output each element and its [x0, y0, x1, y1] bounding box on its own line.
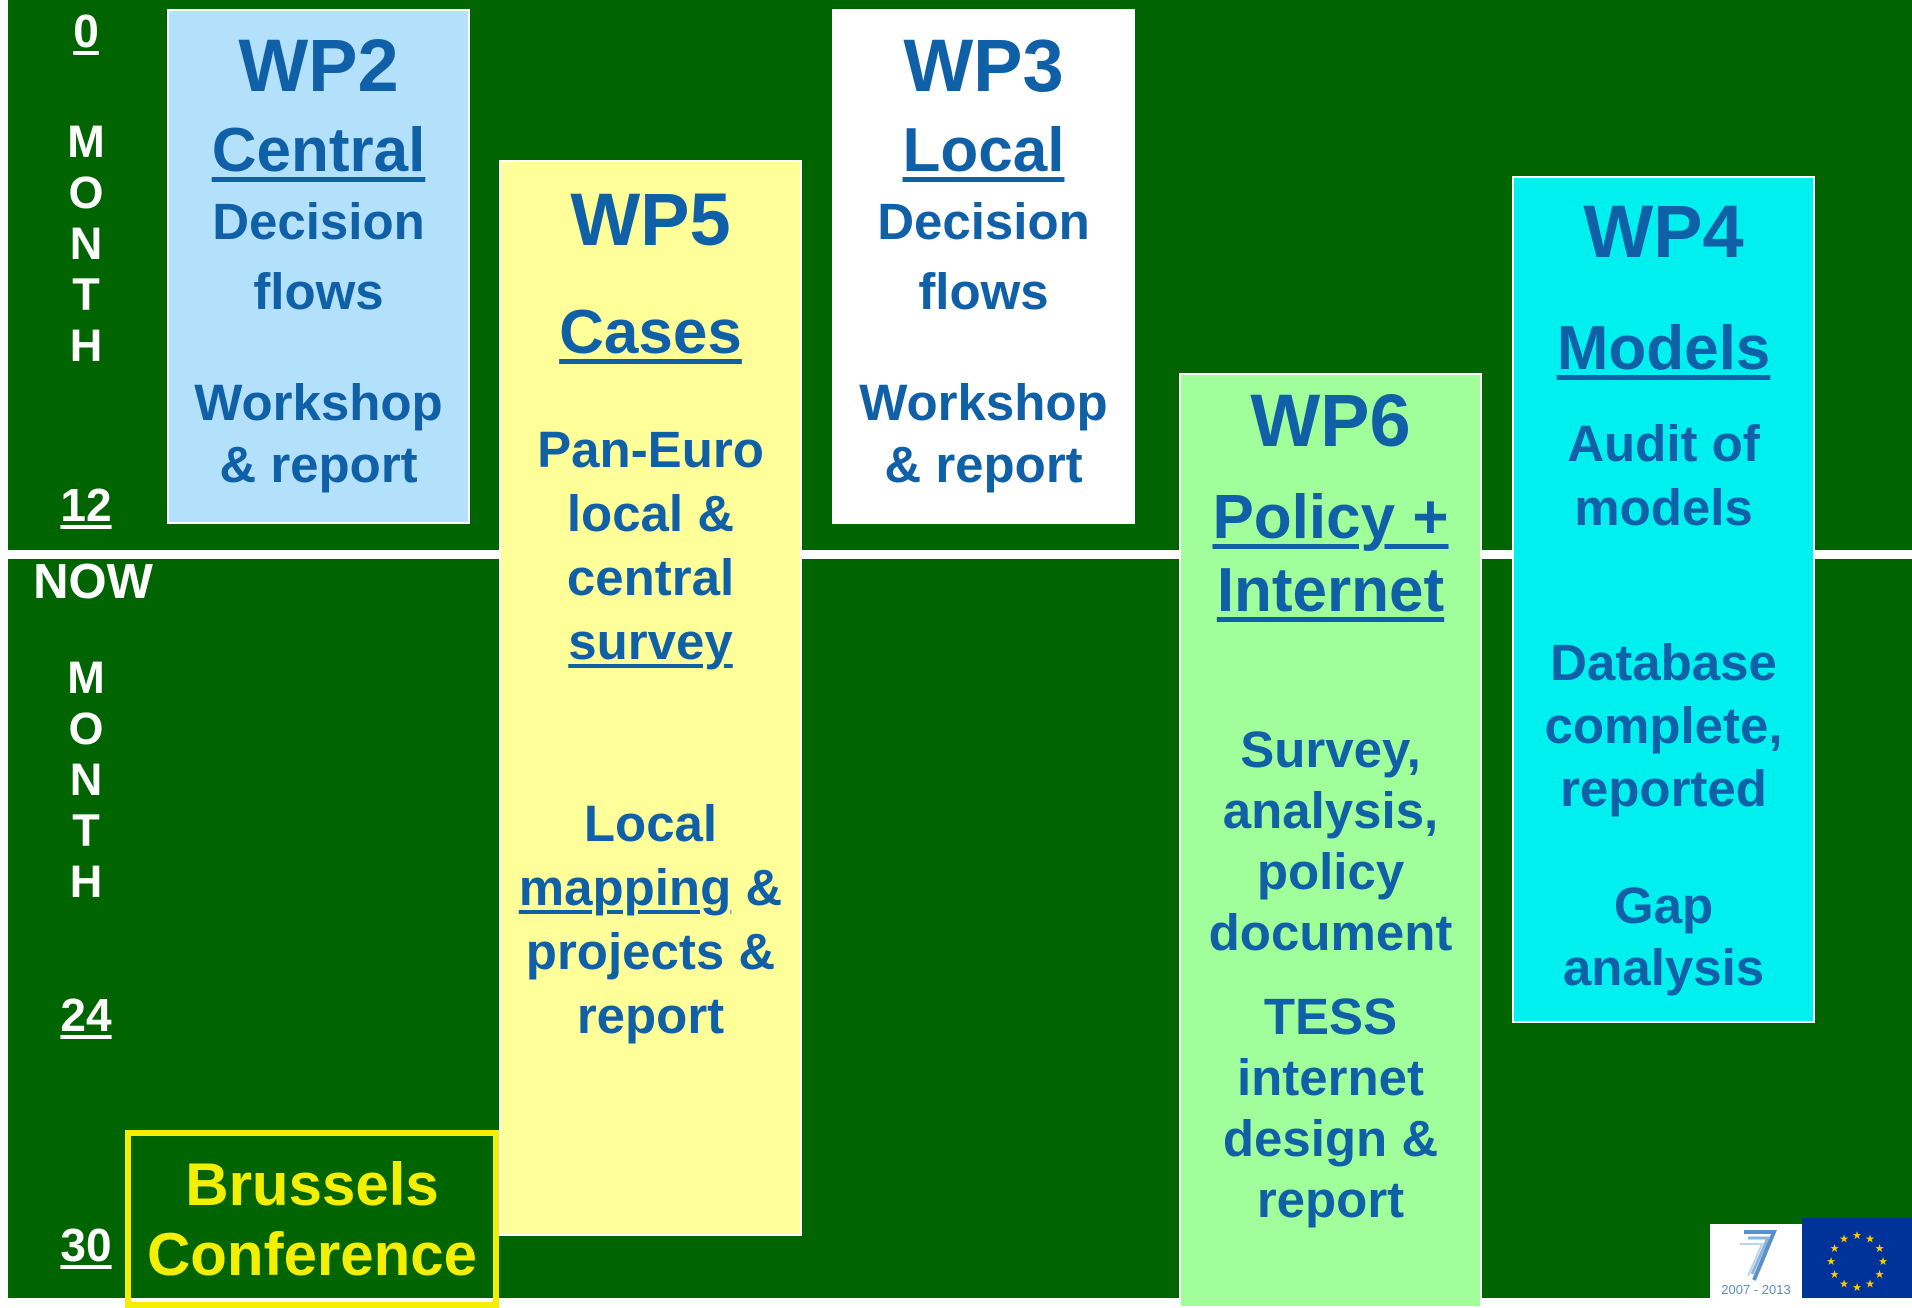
wp5-mapping-word: mapping: [518, 859, 732, 916]
wp5-mapping-line-4: report: [576, 987, 725, 1044]
wp6-tess-line-1: TESS: [1263, 988, 1398, 1045]
wp5-survey-line-1: Pan-Euro: [537, 421, 764, 478]
now-label: NOW: [33, 555, 153, 609]
wp5-survey-line-3: central: [566, 549, 735, 606]
wp4-heading: Models: [1556, 314, 1771, 383]
wp6-survey-line-4: document: [1208, 904, 1453, 961]
wp5-code: WP5: [570, 178, 731, 261]
wp2-code: WP2: [238, 24, 399, 107]
wp5-survey-line-4: survey: [501, 612, 800, 671]
wp3-box: WP3 Local Decision flows Workshop & repo…: [832, 9, 1135, 524]
eu-star-icon: ★: [1830, 1269, 1840, 1281]
eu-star-icon: ★: [1852, 1282, 1862, 1294]
wp2-box: WP2 Central Decision flows Workshop & re…: [167, 9, 470, 524]
wp5-mapping-line-3: projects &: [525, 923, 776, 980]
eu-star-icon: ★: [1875, 1243, 1885, 1255]
brussels-conference-box: Brussels Conference: [125, 1130, 499, 1308]
now-divider-line: [8, 550, 1912, 559]
wp3-heading: Local: [902, 116, 1065, 185]
eu-star-icon: ★: [1839, 1278, 1849, 1290]
wp2-heading: Central: [211, 116, 426, 185]
eu-star-icon: ★: [1878, 1256, 1888, 1268]
wp5-survey-word: survey: [568, 613, 733, 670]
eu-star-icon: ★: [1875, 1269, 1885, 1281]
eu-star-icon: ★: [1865, 1233, 1875, 1245]
wp2-output-line-2: & report: [219, 436, 418, 493]
wp6-heading-line-2: Internet: [1216, 556, 1445, 625]
wp6-box: WP6 Policy + Internet Survey, analysis, …: [1179, 373, 1482, 1308]
wp6-tess-line-2: internet: [1236, 1049, 1425, 1106]
wp6-tess-line-4: report: [1256, 1171, 1405, 1228]
wp4-audit-line-2: models: [1574, 479, 1753, 536]
conference-line-1: Brussels: [185, 1151, 439, 1218]
wp3-desc-line-1: Decision: [877, 193, 1090, 250]
wp5-heading: Cases: [559, 298, 742, 367]
wp5-mapping-line-2: mapping &: [501, 858, 800, 917]
wp6-survey-line-3: policy: [1256, 843, 1405, 900]
wp2-output-line-1: Workshop: [194, 374, 443, 431]
wp4-audit-line-1: Audit of: [1567, 415, 1760, 472]
wp6-survey-line-2: analysis,: [1222, 782, 1439, 839]
wp3-desc-line-2: flows: [918, 263, 1049, 320]
month-0-label: 0: [73, 5, 99, 57]
wp4-database-line-2: complete,: [1544, 697, 1783, 754]
month-30-label: 30: [60, 1219, 112, 1271]
eu-star-icon: ★: [1839, 1233, 1849, 1245]
eu-star-icon: ★: [1865, 1278, 1875, 1290]
wp5-mapping-line-1: Local: [583, 795, 718, 852]
wp5-survey-line-2: local &: [566, 485, 735, 542]
month-12-label: 12: [60, 479, 112, 531]
eu-star-icon: ★: [1830, 1243, 1840, 1255]
fp7-logo-text: 2007 - 2013: [1721, 1282, 1790, 1297]
wp2-desc-line-1: Decision: [212, 193, 425, 250]
wp2-desc-line-2: flows: [253, 263, 384, 320]
wp4-code: WP4: [1583, 190, 1744, 273]
fp7-logo: 2007 - 2013: [1710, 1224, 1802, 1298]
wp4-database-line-3: reported: [1560, 760, 1767, 817]
wp6-survey-line-1: Survey,: [1240, 721, 1421, 778]
eu-star-icon: ★: [1852, 1230, 1862, 1242]
wp4-box: WP4 Models Audit of models Database comp…: [1512, 176, 1815, 1023]
month-label-top: M O N T H: [67, 116, 105, 371]
wp6-heading-line-1: Policy +: [1212, 483, 1449, 552]
wp3-output-line-1: Workshop: [859, 374, 1108, 431]
wp6-code: WP6: [1250, 379, 1411, 462]
month-label-bottom: M O N T H: [67, 652, 105, 907]
wp4-database-line-1: Database: [1550, 634, 1777, 691]
wp6-tess-line-3: design &: [1222, 1110, 1439, 1167]
wp5-box: WP5 Cases Pan-Euro local & central surve…: [499, 160, 802, 1236]
wp3-code: WP3: [903, 24, 1064, 107]
wp4-gap-line-2: analysis: [1562, 939, 1765, 996]
eu-star-icon: ★: [1826, 1256, 1836, 1268]
wp5-mapping-amp: &: [745, 859, 783, 916]
month-24-label: 24: [60, 989, 112, 1041]
wp4-gap-line-1: Gap: [1613, 877, 1714, 934]
conference-line-2: Conference: [146, 1221, 478, 1288]
eu-flag-logo: ★★★★★★★★★★★★: [1802, 1218, 1912, 1298]
wp3-output-line-2: & report: [884, 436, 1083, 493]
